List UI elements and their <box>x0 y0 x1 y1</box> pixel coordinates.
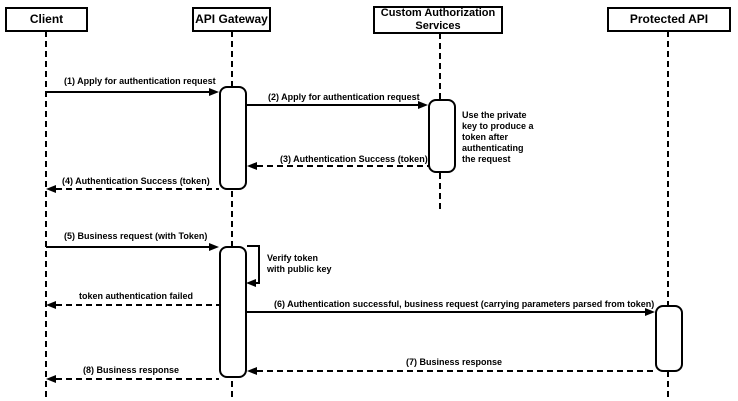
arrowhead-left-icon <box>247 367 257 375</box>
message-4-label: (4) Authentication Success (token) <box>62 176 210 186</box>
activation-api-gateway-authentication <box>219 86 247 190</box>
self-message-top-line <box>247 245 260 247</box>
lifeline-api-gateway <box>231 31 233 400</box>
actor-label-api-gateway: API Gateway <box>195 12 268 26</box>
actor-box-custom-authorization-services: Custom Authorization Services <box>373 6 503 34</box>
actor-label-protected-api: Protected API <box>629 12 709 26</box>
message-6-line <box>247 311 646 313</box>
self-message-bottom-line <box>254 282 260 284</box>
actor-label-client: Client <box>29 12 64 26</box>
lifeline-protected-api <box>667 31 669 400</box>
arrowhead-right-icon <box>209 243 219 251</box>
activation-api-gateway-business <box>219 246 247 378</box>
actor-box-client: Client <box>5 7 88 32</box>
activation-custom-authorization-services <box>428 99 456 173</box>
message-5-line <box>46 246 210 248</box>
actor-box-api-gateway: API Gateway <box>192 7 271 32</box>
message-1-line <box>46 91 210 93</box>
arrowhead-right-icon <box>418 101 428 109</box>
message-2-line <box>247 104 419 106</box>
self-message-side-line <box>258 245 260 284</box>
message-3-line <box>257 165 429 167</box>
message-3-label: (3) Authentication Success (token) <box>280 154 428 164</box>
message-failed-line <box>56 304 219 306</box>
message-8-label: (8) Business response <box>83 365 180 375</box>
note-private-key: Use the private key to produce a token a… <box>462 110 534 164</box>
arrowhead-left-icon <box>46 301 56 309</box>
arrowhead-left-icon <box>46 185 56 193</box>
message-6-label: (6) Authentication successful, business … <box>274 299 655 309</box>
message-4-line <box>56 188 219 190</box>
message-5-label: (5) Business request (with Token) <box>64 231 208 241</box>
message-1-label: (1) Apply for authentication request <box>64 76 216 86</box>
self-message-label: Verify token with public key <box>267 253 332 274</box>
actor-label-custom-authorization-services: Custom Authorization Services <box>380 7 496 32</box>
message-7-label: (7) Business response <box>406 357 503 367</box>
message-7-line <box>257 370 655 372</box>
message-8-line <box>56 378 219 380</box>
lifeline-client <box>45 31 47 400</box>
message-2-label: (2) Apply for authentication request <box>268 92 420 102</box>
arrowhead-right-icon <box>209 88 219 96</box>
message-failed-label: token authentication failed <box>79 291 194 301</box>
arrowhead-left-icon <box>247 162 257 170</box>
activation-protected-api <box>655 305 683 372</box>
arrowhead-right-icon <box>645 308 655 316</box>
arrowhead-left-icon <box>246 279 256 287</box>
arrowhead-left-icon <box>46 375 56 383</box>
actor-box-protected-api: Protected API <box>607 7 731 32</box>
